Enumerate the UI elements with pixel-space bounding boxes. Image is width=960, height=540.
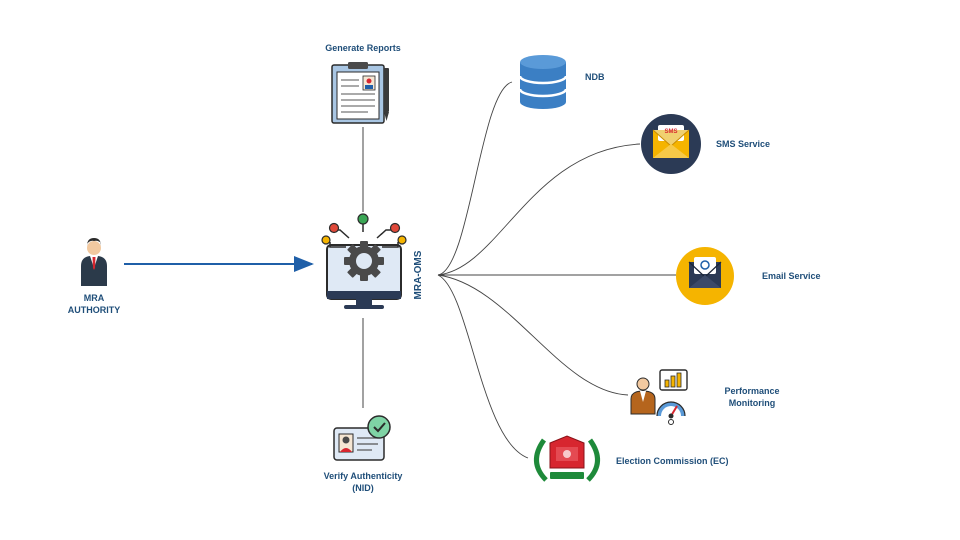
generate-reports-label: Generate Reports [325, 43, 401, 53]
ndb-label: NDB [585, 72, 605, 82]
connector-ec [437, 274, 529, 459]
election-commission-label: Election Commission (EC) [616, 456, 729, 466]
mra-authority-label: MRA AUTHORITY [64, 292, 124, 316]
email-envelope-icon [676, 247, 734, 305]
sms-badge-text: SMS [664, 129, 678, 135]
mra-authority-line2: AUTHORITY [67, 305, 121, 315]
verify-line1: Verify Authenticity [323, 471, 403, 481]
person-icon [81, 238, 107, 286]
email-service-label: Email Service [762, 271, 821, 281]
connector-performance [437, 274, 629, 396]
performance-monitoring-label: Performance Monitoring [712, 385, 792, 409]
sms-service-label: SMS Service [716, 139, 771, 149]
verify-line2: (NID) [352, 483, 374, 493]
performance-line1: Performance [724, 386, 780, 396]
center-system-label: MRA-OMS [413, 250, 424, 300]
performance-line2: Monitoring [728, 398, 776, 408]
clipboard-report-icon [331, 62, 389, 124]
connector-ndb [437, 81, 513, 276]
database-icon [518, 55, 568, 109]
performance-analyst-icon [630, 369, 688, 425]
connector-sms [437, 143, 641, 276]
mra-authority-line1: MRA [83, 293, 105, 303]
verify-authenticity-label: Verify Authenticity (NID) [303, 470, 423, 494]
election-commission-logo [534, 435, 600, 482]
sms-envelope-icon [641, 114, 701, 174]
monitor-gear-icon [321, 213, 407, 309]
id-card-check-icon [333, 415, 391, 461]
